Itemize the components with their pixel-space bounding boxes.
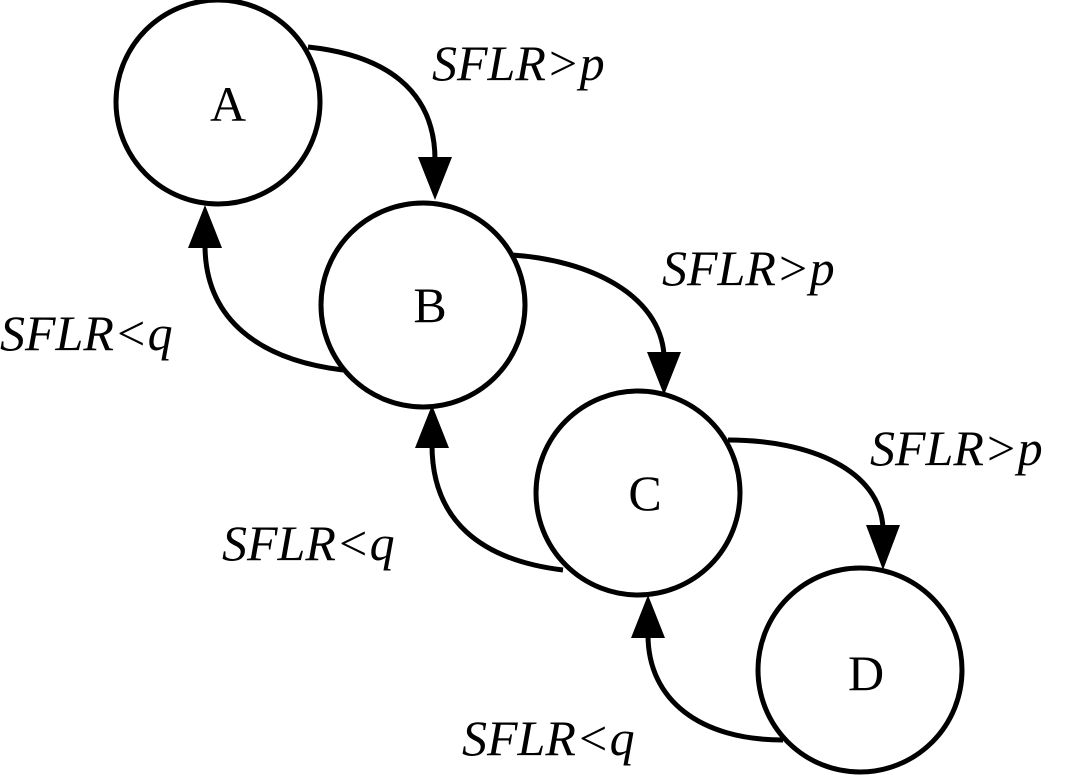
transition-c-to-b: SFLR<q: [222, 405, 564, 573]
transition-c-to-b-arrowhead: [415, 405, 449, 448]
state-b: B: [318, 200, 528, 410]
transition-d-to-c-label: SFLR<q: [462, 710, 635, 766]
state-a-label: A: [210, 76, 246, 132]
state-c-circle: [533, 388, 743, 598]
transition-a-to-b: SFLR>p: [307, 35, 605, 200]
transition-b-to-c-arrowhead: [647, 352, 681, 395]
transition-d-to-c-arrowhead: [631, 595, 665, 638]
state-b-label: B: [413, 277, 446, 333]
transition-b-to-a-path: [202, 244, 344, 373]
state-d: D: [755, 565, 965, 775]
transition-c-to-d-label: SFLR>p: [870, 420, 1043, 476]
transition-a-to-b-arrowhead: [418, 157, 452, 200]
state-d-circle: [755, 565, 965, 775]
transition-b-to-a-label: SFLR<q: [0, 305, 173, 361]
transition-d-to-c: SFLR<q: [462, 595, 784, 766]
transition-b-to-c-path: [511, 252, 667, 356]
transition-c-to-b-label: SFLR<q: [222, 515, 395, 571]
state-c: C: [533, 388, 743, 598]
transition-a-to-b-label: SFLR>p: [432, 35, 605, 91]
state-a: A: [113, 0, 323, 207]
state-d-label: D: [848, 645, 884, 701]
transition-c-to-b-path: [429, 444, 564, 573]
state-c-label: C: [628, 465, 661, 521]
transition-b-to-a: SFLR<q: [0, 205, 344, 373]
transition-b-to-c-label: SFLR>p: [662, 240, 835, 296]
transition-b-to-a-arrowhead: [188, 205, 222, 248]
transition-c-to-d: SFLR>p: [727, 420, 1043, 570]
transition-b-to-c: SFLR>p: [511, 240, 835, 395]
transition-d-to-c-path: [645, 634, 784, 743]
transition-c-to-d-arrowhead: [866, 525, 900, 570]
transition-c-to-d-path: [727, 437, 886, 529]
state-b-circle: [318, 200, 528, 410]
state-a-circle: [113, 0, 323, 207]
transition-a-to-b-path: [307, 44, 438, 161]
